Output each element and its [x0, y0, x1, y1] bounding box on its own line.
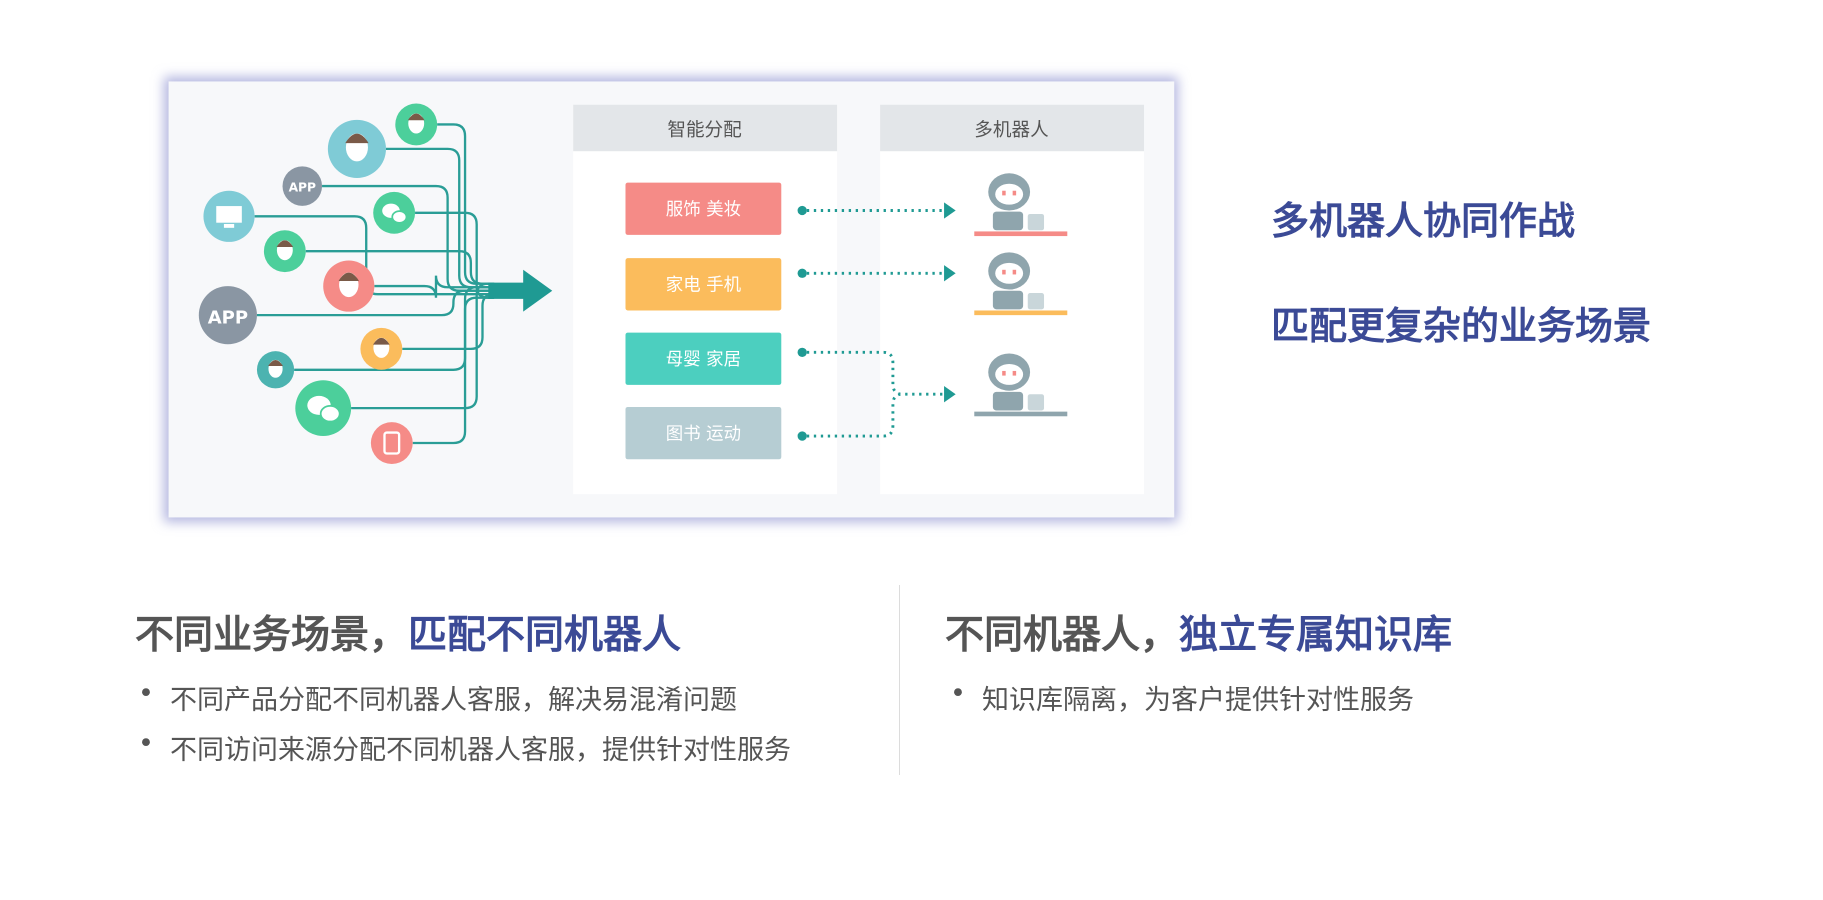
robot-desk — [974, 411, 1068, 417]
connector-dot — [797, 205, 807, 216]
right-heading-gray: 不同机器人， — [945, 613, 1180, 658]
source-icons: APP APP — [198, 103, 438, 464]
left-bullet-1: • 不同产品分配不同机器人客服，解决易混淆问题 — [138, 678, 737, 717]
bullet-dot: • — [138, 678, 154, 709]
tablet-source-icon — [370, 422, 413, 464]
wechat-source-icon — [373, 191, 416, 234]
left-heading-gray: 不同业务场景， — [135, 613, 409, 658]
robot-icon — [974, 353, 1068, 417]
bullet-text: 不同访问来源分配不同机器人客服，提供针对性服务 — [170, 735, 791, 766]
bullet-dot: • — [950, 678, 966, 709]
right-bullet-1: • 知识库隔离，为客户提供针对性服务 — [950, 678, 1414, 717]
robots-column-header — [880, 104, 1145, 152]
category-label: 图书 运动 — [666, 425, 741, 445]
column-divider — [899, 585, 900, 775]
left-bullet-2: • 不同访问来源分配不同机器人客服，提供针对性服务 — [138, 728, 791, 767]
source-line — [374, 275, 495, 298]
side-title-collaboration: 多机器人协同作战 — [1271, 199, 1576, 243]
app-source-icon: APP — [198, 286, 257, 345]
allocation-column-header — [573, 104, 838, 152]
connector-dot — [797, 268, 807, 278]
connector-dot — [797, 431, 807, 441]
left-heading: 不同业务场景，匹配不同机器人 — [135, 604, 681, 660]
right-heading: 不同机器人，独立专属知识库 — [945, 604, 1452, 660]
merge-arrow-icon — [488, 269, 553, 312]
wechat-source-icon — [295, 380, 352, 437]
source-line — [412, 286, 495, 445]
person-source-icon — [256, 351, 295, 389]
person-source-icon — [327, 119, 386, 178]
source-line — [305, 250, 495, 285]
left-heading-blue: 匹配不同机器人 — [408, 613, 682, 658]
source-line — [351, 282, 495, 410]
dotted-connector — [806, 350, 945, 438]
category-button: 服饰 美妆 — [625, 182, 782, 235]
arrow-head-icon — [944, 202, 956, 219]
app-label: APP — [289, 181, 316, 195]
category-button: 图书 运动 — [625, 406, 782, 460]
source-line — [402, 293, 495, 351]
side-title-complex-scenarios: 匹配更复杂的业务场景 — [1271, 304, 1652, 348]
right-heading-blue: 独立专属知识库 — [1179, 613, 1453, 658]
source-line — [256, 289, 495, 317]
person-source-icon — [360, 327, 403, 370]
category-label: 家电 手机 — [666, 276, 742, 296]
robot-desk — [974, 310, 1068, 316]
robot-icon — [974, 173, 1068, 237]
person-source-icon — [323, 260, 375, 312]
category-button: 家电 手机 — [625, 258, 782, 311]
arrow-head-icon — [944, 265, 956, 282]
arrow-head-icon — [944, 386, 956, 403]
source-line — [437, 123, 495, 285]
dotted-arrows — [797, 202, 956, 441]
category-button: 母婴 家居 — [625, 332, 782, 385]
app-label: APP — [208, 307, 248, 328]
category-label: 母婴 家居 — [666, 350, 741, 370]
robot-icon — [974, 252, 1068, 316]
bullet-dot: • — [138, 728, 154, 759]
connector-dot — [797, 347, 807, 357]
allocation-column-title: 智能分配 — [667, 120, 741, 141]
person-source-icon — [395, 103, 438, 146]
monitor-source-icon — [203, 190, 255, 242]
robot-desk — [974, 231, 1068, 237]
category-label: 服饰 美妆 — [666, 200, 741, 220]
person-source-icon — [263, 230, 306, 273]
source-line — [322, 184, 495, 292]
bullet-text: 不同产品分配不同机器人客服，解决易混淆问题 — [170, 685, 737, 716]
app-source-icon: APP — [282, 166, 323, 206]
robots-column-title: 多机器人 — [974, 120, 1048, 141]
bullet-text: 知识库隔离，为客户提供针对性服务 — [982, 685, 1414, 716]
